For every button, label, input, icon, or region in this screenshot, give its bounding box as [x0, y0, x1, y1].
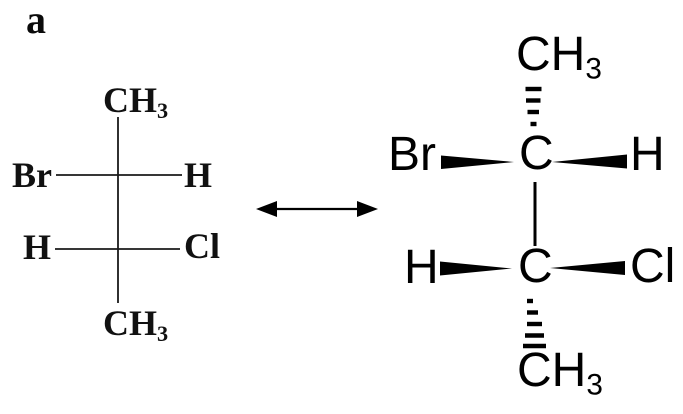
methyl-text: CH	[516, 28, 586, 81]
wedge-c1-label: C	[519, 127, 554, 180]
wedge-bond-h-bottom	[440, 261, 512, 276]
methyl-subscript: 3	[157, 321, 169, 347]
wedge-h-top-label: H	[630, 128, 665, 181]
double-headed-arrow-icon	[256, 201, 378, 217]
fischer-bottom-methyl-label: CH3	[103, 305, 168, 346]
fischer-h-right-label: H	[184, 155, 213, 195]
arrow-left-head	[256, 201, 277, 217]
methyl-text: CH	[103, 303, 157, 343]
wedge-bond-br	[441, 155, 514, 169]
fischer-projection-bonds	[55, 117, 182, 303]
fischer-cl-label: Cl	[184, 226, 220, 266]
wedge-c2-label: C	[518, 240, 553, 293]
methyl-text: CH	[517, 344, 587, 397]
wedge-br-label: Br	[388, 128, 436, 181]
fischer-top-methyl-label: CH3	[103, 82, 168, 123]
wedge-bond-h-top	[552, 154, 627, 169]
methyl-subscript: 3	[585, 52, 602, 86]
wedge-h-bottom-label: H	[404, 241, 439, 294]
fischer-h-left-label: H	[23, 227, 52, 267]
methyl-subscript: 3	[157, 98, 169, 124]
methyl-text: CH	[103, 80, 157, 120]
wedge-dash-structure-bonds	[440, 86, 627, 349]
figure-label: a	[26, 0, 46, 42]
hashed-bond-top-methyl	[525, 86, 542, 127]
fischer-br-label: Br	[12, 155, 52, 195]
wedge-top-methyl-label: CH3	[516, 31, 602, 84]
arrow-right-head	[357, 201, 378, 217]
wedge-cl-label: Cl	[630, 240, 676, 293]
wedge-bottom-methyl-label: CH3	[517, 347, 603, 400]
hashed-bond-bottom-methyl	[523, 298, 546, 349]
wedge-bond-cl	[550, 261, 625, 275]
methyl-subscript: 3	[586, 368, 603, 402]
